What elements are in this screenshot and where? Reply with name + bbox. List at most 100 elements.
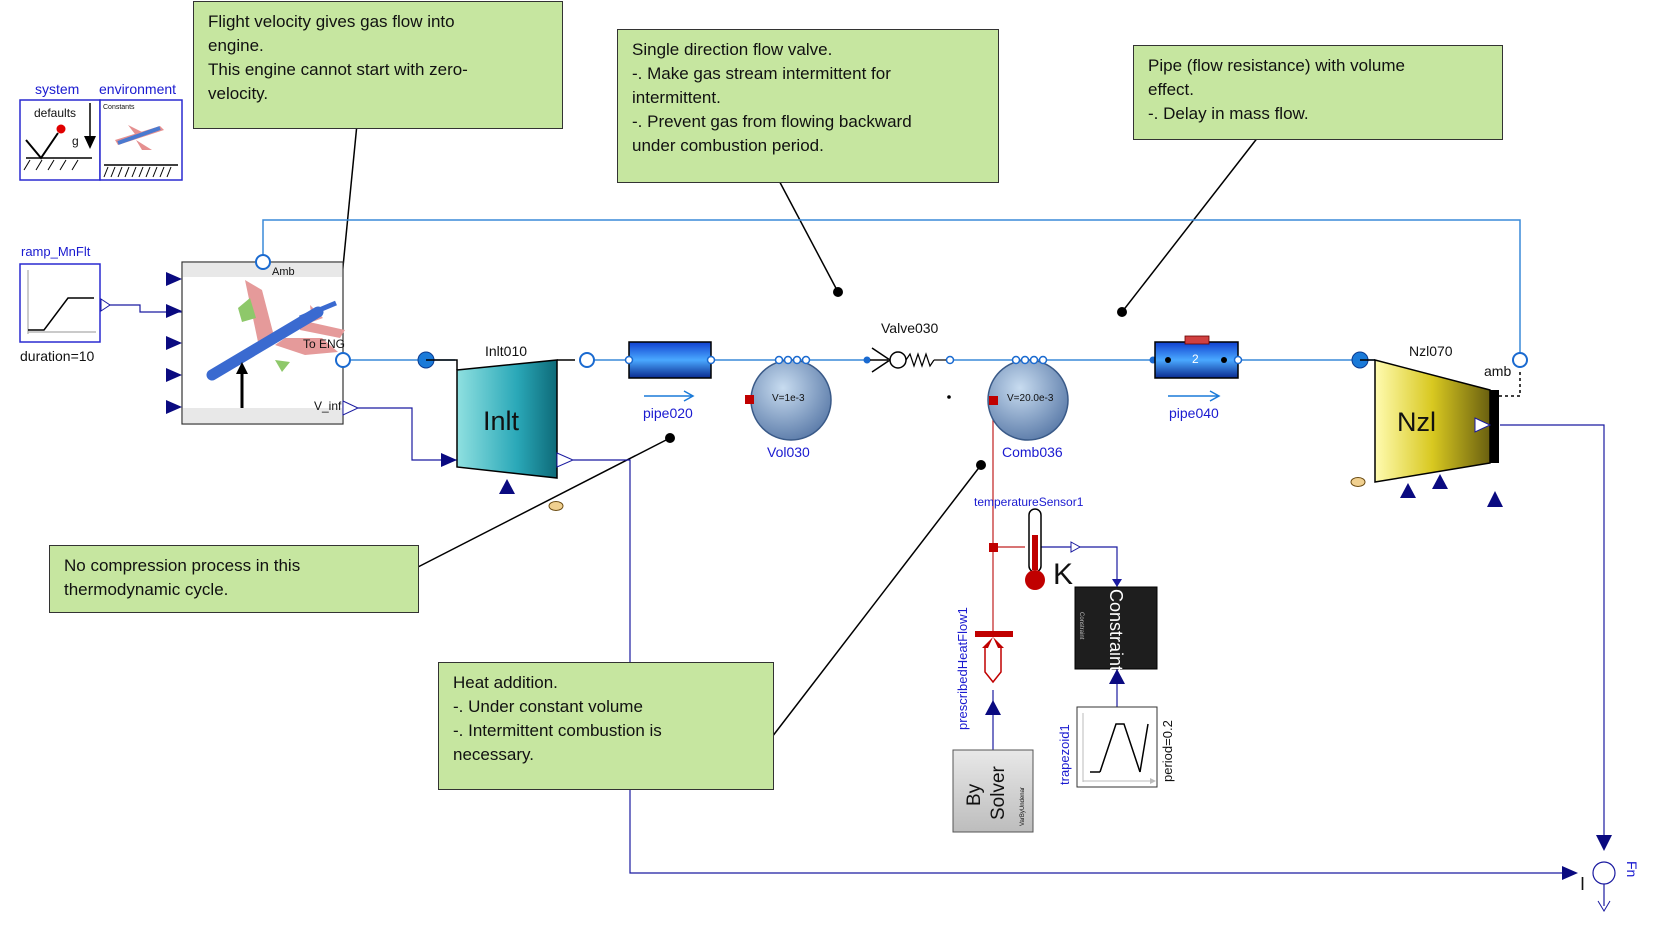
ramp-param: duration=10 <box>20 348 95 364</box>
note-flight-line-1: Flight velocity gives gas flow into <box>208 12 455 31</box>
environment-label: environment <box>99 81 177 97</box>
inlet-signal-out <box>556 452 575 468</box>
amb-port-label: Amb <box>272 266 295 278</box>
temperature-unit-label: K <box>1053 558 1074 591</box>
note-heat: Heat addition. -. Under constant volume … <box>438 662 774 790</box>
constraint-block[interactable] <box>1074 579 1158 684</box>
inlet-signal-in <box>441 453 457 467</box>
vol030-param: V=1e-3 <box>772 393 805 404</box>
note-flight-velocity: Flight velocity gives gas flow into engi… <box>193 1 563 129</box>
solver-small-label: VarByUndenar <box>1020 787 1026 826</box>
vol030-component[interactable] <box>745 355 832 441</box>
inlet-port-b <box>579 352 595 368</box>
valve030-component[interactable] <box>863 347 955 373</box>
amb-port <box>255 254 271 270</box>
v-inf-port <box>342 400 360 416</box>
temperature-sensor-label: temperatureSensor1 <box>974 495 1084 509</box>
note-pipe: Pipe (flow resistance) with volume effec… <box>1133 45 1503 140</box>
system-red-dot <box>56 124 66 134</box>
pipe020-component[interactable] <box>624 341 716 402</box>
comb036-component[interactable] <box>987 355 1069 441</box>
thrust-sum-component[interactable] <box>1562 835 1616 912</box>
note-valve-line-4: -. Prevent gas from flowing backward <box>632 112 912 131</box>
system-label: system <box>35 81 80 97</box>
system-defaults-label: defaults <box>34 106 77 120</box>
inlet-component[interactable] <box>417 351 595 511</box>
by-solver-block[interactable] <box>952 749 1034 833</box>
system-block[interactable] <box>19 99 101 181</box>
inlet-shaft-port <box>499 479 515 494</box>
constraint-label: Constraint <box>1106 589 1126 672</box>
note-heat-line-3: -. Intermittent combustion is <box>453 721 662 740</box>
note-compression-line-1: No compression process in this <box>64 556 301 575</box>
solver-line-1: By <box>964 783 985 806</box>
nozzle-amb-port <box>1512 352 1528 368</box>
fn-label: Fn <box>1624 861 1640 878</box>
note-heat-line-4: necessary. <box>453 745 534 764</box>
input-port-2 <box>166 304 182 318</box>
note-valve-line-2: -. Make gas stream intermittent for <box>632 64 891 83</box>
heat-connections <box>992 400 1025 631</box>
airplane-icon <box>206 280 345 381</box>
fluid-connections <box>262 219 1521 361</box>
comb036-heat-port <box>989 396 998 405</box>
constraint-small-label: Constraint <box>1078 612 1084 640</box>
flight-condition-block[interactable] <box>166 254 360 425</box>
nozzle-heat-port <box>1350 477 1366 487</box>
note-flight-line-2: engine. <box>208 36 264 55</box>
leader-dot-compression <box>665 433 675 443</box>
environment-constants-label: Constants <box>103 104 135 111</box>
nozzle-component[interactable] <box>1350 351 1528 507</box>
pipe040-component[interactable] <box>1149 335 1243 402</box>
note-valve-line-5: under combustion period. <box>632 136 824 155</box>
comb036-param: V=20.0e-3 <box>1007 393 1054 404</box>
stray-dot <box>947 395 951 399</box>
trapezoid-param: period=0.2 <box>1160 720 1175 782</box>
input-port-1 <box>166 272 182 286</box>
valve030-label: Valve030 <box>881 320 939 336</box>
pipe040-param: 2 <box>1192 352 1199 366</box>
nozzle-name-label: Nzl070 <box>1409 343 1453 359</box>
note-heat-line-1: Heat addition. <box>453 673 558 692</box>
nozzle-signal-out <box>1474 417 1492 433</box>
ramp-output-port <box>100 298 111 312</box>
note-flight-line-3: This engine cannot start with zero- <box>208 60 468 79</box>
v-inf-port-label: V_inf <box>314 399 342 413</box>
pipe020-label: pipe020 <box>643 405 693 421</box>
plane-icon <box>115 125 164 150</box>
pipe040-label: pipe040 <box>1169 405 1219 421</box>
nozzle-amb-label: amb <box>1484 363 1512 379</box>
note-heat-line-2: -. Under constant volume <box>453 697 643 716</box>
system-g-label: g <box>72 134 79 148</box>
nozzle-body-label: Nzl <box>1397 407 1436 437</box>
ramp-label: ramp_MnFlt <box>21 244 91 259</box>
prescribed-heat-flow[interactable] <box>975 631 1013 715</box>
note-pipe-line-2: effect. <box>1148 80 1194 99</box>
note-valve: Single direction flow valve. -. Make gas… <box>617 29 999 183</box>
heat-flow-label: prescribedHeatFlow1 <box>955 607 970 730</box>
note-compression-line-2: thermodynamic cycle. <box>64 580 229 599</box>
input-port-5 <box>166 400 182 414</box>
comb036-label: Comb036 <box>1002 444 1063 460</box>
note-valve-line-3: intermittent. <box>632 88 721 107</box>
temperature-sensor-port <box>989 543 998 552</box>
note-pipe-line-3: -. Delay in mass flow. <box>1148 104 1309 123</box>
vol030-heat-port <box>745 395 754 404</box>
note-compression: No compression process in this thermodyn… <box>49 545 419 613</box>
sum-sign-label: I <box>1580 874 1586 894</box>
ramp-block[interactable] <box>19 263 111 343</box>
leader-dot-valve <box>833 287 843 297</box>
environment-block[interactable] <box>99 99 183 181</box>
note-flight-line-4: velocity. <box>208 84 269 103</box>
leader-dot-heat <box>976 460 986 470</box>
inlet-body-label: Inlt <box>483 406 520 436</box>
temperature-sensor[interactable] <box>989 508 1082 590</box>
trapezoid-block[interactable] <box>1076 706 1158 788</box>
inlet-name-label: Inlt010 <box>485 343 528 359</box>
trapezoid-label: trapezoid1 <box>1057 724 1072 785</box>
leader-dot-pipe <box>1117 307 1127 317</box>
solver-line-2: Solver <box>988 766 1009 820</box>
vol030-label: Vol030 <box>767 444 810 460</box>
pipe040-heat-port <box>1184 335 1210 345</box>
